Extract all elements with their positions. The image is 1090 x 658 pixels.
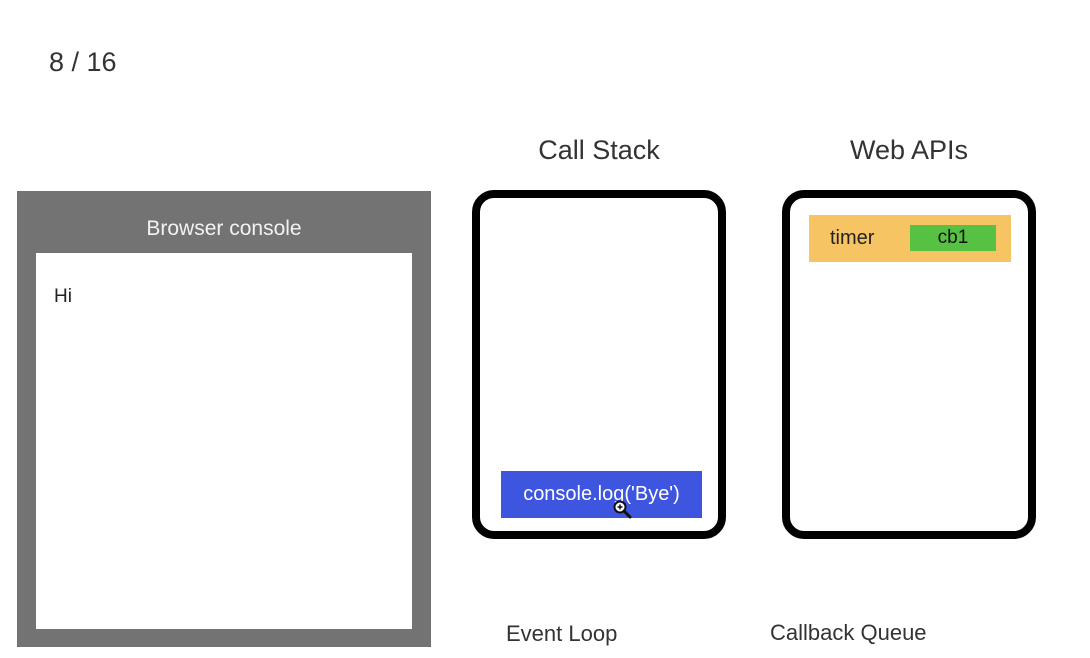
- console-output: Hi: [36, 253, 412, 629]
- web-apis-title: Web APIs: [849, 135, 969, 165]
- console-title: Browser console: [146, 217, 302, 240]
- callback-chip: cb1: [910, 225, 996, 251]
- callback-queue-label: Callback Queue: [770, 620, 927, 645]
- timer-label: timer: [830, 227, 875, 249]
- console-line: Hi: [54, 286, 72, 307]
- call-stack-box: console.log('Bye'): [472, 190, 726, 539]
- stack-frame: console.log('Bye'): [501, 471, 702, 518]
- web-apis-box: timer cb1: [782, 190, 1036, 539]
- call-stack-title: Call Stack: [538, 135, 660, 165]
- web-api-timer: timer cb1: [809, 215, 1011, 262]
- zoom-cursor-icon: [613, 500, 632, 519]
- page-counter: 8 / 16: [49, 47, 117, 77]
- event-loop-label: Event Loop: [506, 621, 618, 646]
- browser-console: Browser console Hi: [17, 191, 431, 647]
